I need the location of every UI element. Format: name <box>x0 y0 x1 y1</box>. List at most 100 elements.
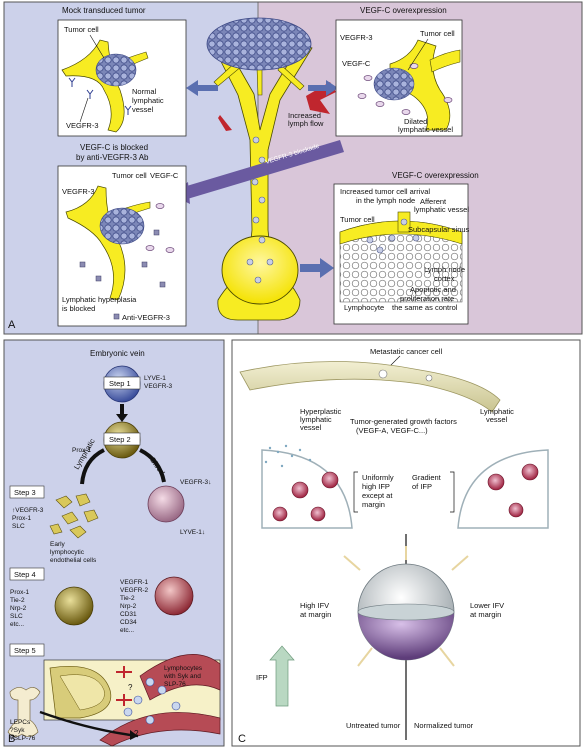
blocked-title-1: VEGF-C is blocked <box>80 143 148 152</box>
s4l-4: etc... <box>10 621 24 628</box>
mock-normal-1: Normal <box>132 87 157 96</box>
blood-step3-cell <box>147 485 185 523</box>
over-vegfr3: VEGFR-3 <box>340 33 373 42</box>
mock-tumor-cell: Tumor cell <box>64 25 99 34</box>
c-hyper-2: lymphatic <box>300 415 332 424</box>
s4b-3: Nrp-2 <box>120 603 137 610</box>
over-dilated-1: Dilated <box>404 117 427 126</box>
central-lymphatic-tree <box>206 17 313 321</box>
uniform-3: margin <box>362 500 385 509</box>
blocked-anti: Anti-VEGFR-3 <box>122 313 170 322</box>
metastatic-label: Metastatic cancer cell <box>370 347 442 356</box>
c-lymph-2: vessel <box>486 415 508 424</box>
node-subcapsular: Subcapsular sinus <box>408 225 470 234</box>
blocked-tumor-cell: Tumor cell <box>112 171 147 180</box>
node-apop-2: proliferation rate <box>400 294 454 303</box>
s4b-2: Tie-2 <box>120 595 135 602</box>
normalized-quadrant <box>457 449 549 529</box>
node-cortex-2: cortex <box>434 274 455 283</box>
node-tumor-cell: Tumor cell <box>340 215 375 224</box>
step1-lyve1: LYVE-1 <box>144 375 166 382</box>
vegfc-title-2: VEGF-C overexpression <box>392 171 479 180</box>
over-vegfc: VEGF-C <box>342 59 371 68</box>
gradient-0: Gradient <box>412 473 442 482</box>
uniform-0: Uniformly <box>362 473 394 482</box>
mock-title: Mock transduced tumor <box>62 6 146 15</box>
s4b-0: VEGFR-1 <box>120 579 149 586</box>
step3-m0: ↑VEGFR-3 <box>12 507 44 514</box>
lymphocytes-2: with Syk and <box>163 673 201 680</box>
node-box: VEGF-C overexpression Increased tumor ce… <box>333 171 479 325</box>
s4l-2: Nrp-2 <box>10 605 27 612</box>
high-ifv-0: High IFV <box>300 601 329 610</box>
step1-vegfr3: VEGFR-3 <box>144 383 173 390</box>
vegfr3-down: VEGFR-3↓ <box>180 479 211 486</box>
ifp-arrow <box>269 645 295 707</box>
ifp-label: IFP <box>256 673 268 682</box>
c-growth-2: (VEGF-A, VEGF-C...) <box>356 426 428 435</box>
early-2: lymphocytic <box>50 549 85 556</box>
lymphatic-vessel-tube <box>239 361 501 413</box>
arrow-to-over <box>308 80 338 96</box>
q-2: ? <box>134 729 139 738</box>
c-hyper-1: Hyperplastic <box>300 407 342 416</box>
panel-a-letter: A <box>8 319 16 331</box>
step4-blood-cell <box>154 576 194 616</box>
node-apop-3: the same as control <box>392 303 458 312</box>
early-3: endothelial cells <box>50 557 97 564</box>
over-tumor-cell: Tumor cell <box>420 29 455 38</box>
uniform-2: except at <box>362 491 393 500</box>
increased-flow-2: lymph flow <box>288 119 324 128</box>
blocked-hyper-1: Lymphatic hyperplasia <box>62 295 137 304</box>
increased-flow-1: Increased <box>288 111 321 120</box>
c-growth-1: Tumor-generated growth factors <box>350 417 457 426</box>
mock-normal-3: vessel <box>132 105 154 114</box>
step2-label: Step 2 <box>109 435 131 444</box>
central-tumor <box>206 17 312 71</box>
s4l-3: SLC <box>10 613 23 620</box>
lymphocytes-1: Lymphocytes <box>164 665 203 672</box>
panel-b-title: Embryonic vein <box>90 349 145 358</box>
s4b-6: etc... <box>120 627 134 634</box>
early-1: Early <box>50 541 66 548</box>
c-hyper-3: vessel <box>300 423 322 432</box>
gradient-1: of IFP <box>412 482 432 491</box>
panel-a: Mock transduced tumor VEGF-C overexpress… <box>3 1 583 335</box>
lepcs-1: ?Syk <box>10 727 25 734</box>
step4-label: Step 4 <box>14 570 36 579</box>
high-ifv-1: at margin <box>300 610 331 619</box>
untreated-quadrant <box>261 444 353 529</box>
mock-vegfr3: VEGFR-3 <box>66 121 99 130</box>
s4b-4: CD31 <box>120 611 137 618</box>
early-cells <box>49 493 99 539</box>
lower-ifv-0: Lower IFV <box>470 601 504 610</box>
blocked-hyper-2: is blocked <box>62 304 95 313</box>
lymphocytes-3: SLP-76 <box>164 681 186 688</box>
central-lymph-node <box>221 235 299 305</box>
uniform-1: high IFP <box>362 482 390 491</box>
panel-c: Metastatic cancer cell Hyperplastic lymp… <box>231 339 581 747</box>
step4-blood-markers: VEGFR-1 VEGFR-2 Tie-2 Nrp-2 CD31 CD34 et… <box>120 579 149 634</box>
node-lymphocyte: Lymphocyte <box>344 303 384 312</box>
lower-ifv-1: at margin <box>470 610 501 619</box>
panel-c-letter: C <box>238 733 246 745</box>
overexpression-box: VEGFR-3 Tumor cell VEGF-C Dilated lympha… <box>335 19 463 137</box>
node-line1: Increased tumor cell arrival <box>340 187 430 196</box>
step3-label: Step 3 <box>14 488 36 497</box>
step2-prox1: Prox-1 <box>72 447 92 454</box>
vegfc-title: VEGF-C overexpression <box>360 6 447 15</box>
node-afferent-2: lymphatic vessel <box>414 205 469 214</box>
step4-lymph-cell <box>54 586 94 626</box>
flow-arrow-left <box>218 115 232 131</box>
lyve1-down: LYVE-1↓ <box>180 529 205 536</box>
over-dilated-2: lymphatic vessel <box>398 125 453 134</box>
blocked-box: VEGF-C is blocked by anti-VEGFR-3 Ab Tum… <box>57 143 187 327</box>
s4b-1: VEGFR-2 <box>120 587 149 594</box>
blocked-vegfc: VEGF-C <box>150 171 179 180</box>
step5-label: Step 5 <box>14 646 36 655</box>
mock-box: Tumor cell Normal lymphatic vessel VEGFR… <box>57 19 187 137</box>
lepcs-2: ?SLP-76 <box>10 735 36 742</box>
node-cortex-1: Lymph node <box>424 265 465 274</box>
lepcs-0: LEPCs <box>10 719 31 726</box>
